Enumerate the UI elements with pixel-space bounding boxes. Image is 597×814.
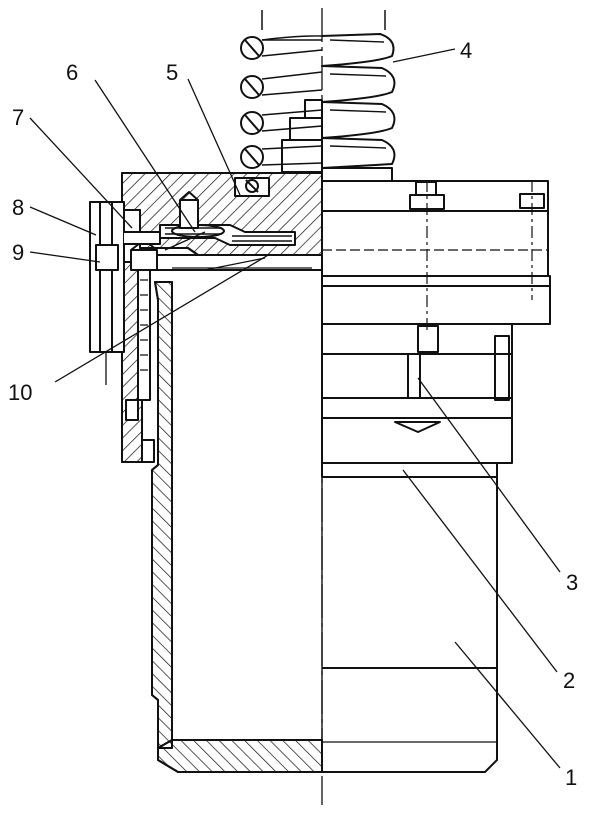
callout-2: 2	[563, 668, 575, 693]
valve-body-upper	[121, 172, 323, 263]
callout-9: 9	[12, 240, 24, 265]
lower-right-assembly	[321, 323, 513, 478]
callout-labels: 1 2 3 4 5 6 7 8 9 10	[8, 38, 578, 790]
right-flange	[321, 167, 551, 330]
cylinder-body	[151, 281, 498, 773]
spring	[240, 10, 396, 169]
side-bracket	[89, 201, 161, 463]
callout-7: 7	[12, 105, 24, 130]
callout-8: 8	[12, 195, 24, 220]
callout-10: 10	[8, 380, 32, 405]
callout-1: 1	[565, 765, 577, 790]
leader-lines	[29, 48, 561, 769]
callout-6: 6	[66, 60, 78, 85]
callout-4: 4	[460, 38, 472, 63]
callout-5: 5	[166, 60, 178, 85]
callout-3: 3	[566, 570, 578, 595]
